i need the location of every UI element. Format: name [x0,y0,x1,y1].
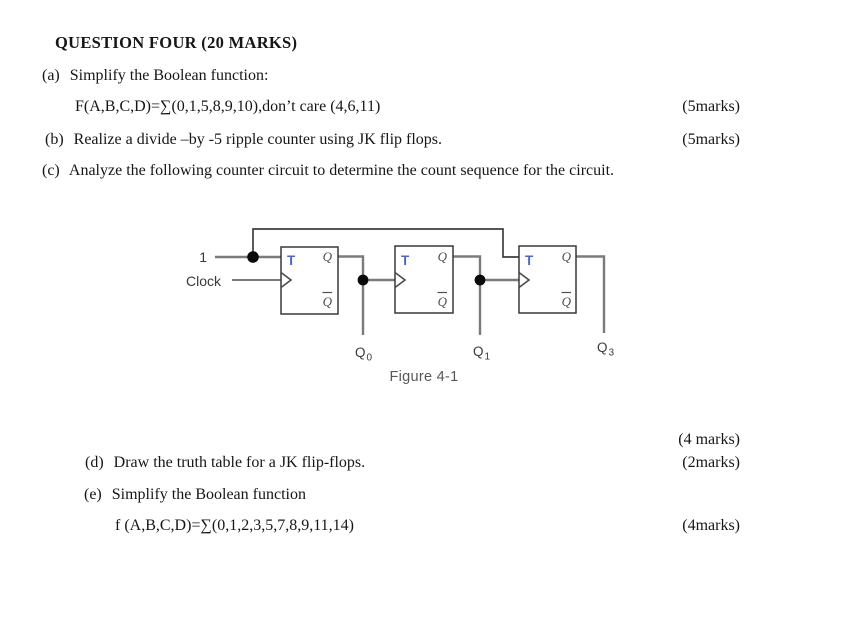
output-q3-label: Q [597,340,608,355]
logic-one-label: 1 [199,249,207,265]
part-a-row: (a) Simplify the Boolean function: [42,67,850,85]
ff2-clock-chevron-icon [394,271,407,289]
part-d-label: (d) [85,454,104,471]
junction-dot-q0 [357,274,369,286]
ff3-clock-chevron-icon [518,271,531,289]
output-q0-subscript: 0 [367,353,373,364]
ff2-t-pin-label: T [401,253,410,268]
part-b-label: (b) [45,131,64,148]
ff1-t-pin-label: T [287,253,296,268]
ff1-qbar-pin-label: Q [323,294,333,309]
part-a-label: (a) [42,67,60,84]
t-flipflop-3-box [518,245,577,314]
part-a-marks: (5marks) [682,98,740,115]
ff3-q-pin-label: Q [562,249,572,264]
output-q1-subscript: 1 [485,352,491,363]
part-e-label: (e) [84,486,102,503]
part-d-row: (d) Draw the truth table for a JK flip-f… [0,454,850,472]
part-a-expression: F(A,B,C,D)=∑(0,1,5,8,9,10),don’t care (4… [75,98,381,115]
question-title-row: QUESTION FOUR (20 MARKS) [55,33,850,53]
part-c-marks: (4 marks) [678,431,740,448]
figure-caption: Figure 4-1 [389,369,458,385]
part-b-marks: (5marks) [682,131,740,148]
part-c-row: (c) Analyze the following counter circui… [0,162,850,180]
junction-dot-input [247,251,259,263]
part-c-text: Analyze the following counter circuit to… [68,162,615,179]
wire-ff2-q-to-q1 [453,255,482,335]
part-b-text: Realize a divide –by -5 ripple counter u… [73,131,443,148]
question-title: QUESTION FOUR (20 MARKS) [55,33,298,52]
part-e-row: (e) Simplify the Boolean function [0,486,850,504]
clock-label: Clock [186,273,222,289]
wire-feedback-to-ff3-t [252,228,519,258]
ff3-t-pin-label: T [525,253,534,268]
ff2-qbar-pin-label: Q [438,294,448,309]
output-q1-label: Q [473,344,484,359]
ff2-q-pin-label: Q [438,249,448,264]
part-a-text: Simplify the Boolean function: [69,67,269,84]
part-e-expression-row: f (A,B,C,D)=∑(0,1,2,3,5,7,8,9,11,14) (4m… [0,517,850,535]
part-d-text: Draw the truth table for a JK flip-flops… [113,454,366,471]
junction-dot-q1 [474,274,486,286]
ff1-q-pin-label: Q [323,249,333,264]
counter-circuit-figure: 1 Clock T Q Q T Q Q T Q Q Q 0 Q 1 Q 3 Fi… [186,228,615,385]
ff1-clock-chevron-icon [280,271,293,289]
part-e-marks: (4marks) [682,517,740,534]
part-b-row: (b) Realize a divide –by -5 ripple count… [0,131,850,149]
part-c-label: (c) [42,162,60,179]
part-a-expression-row: F(A,B,C,D)=∑(0,1,5,8,9,10),don’t care (4… [0,98,850,116]
wire-ff3-q-to-q3 [576,255,606,333]
ff3-qbar-pin-label: Q [562,294,572,309]
part-d-marks: (2marks) [682,454,740,471]
wire-ff1-q-to-q0 [338,255,365,335]
part-e-expression: f (A,B,C,D)=∑(0,1,2,3,5,7,8,9,11,14) [115,517,354,534]
output-q0-label: Q [355,345,366,360]
output-q3-subscript: 3 [609,348,615,359]
part-e-text: Simplify the Boolean function [111,486,306,503]
